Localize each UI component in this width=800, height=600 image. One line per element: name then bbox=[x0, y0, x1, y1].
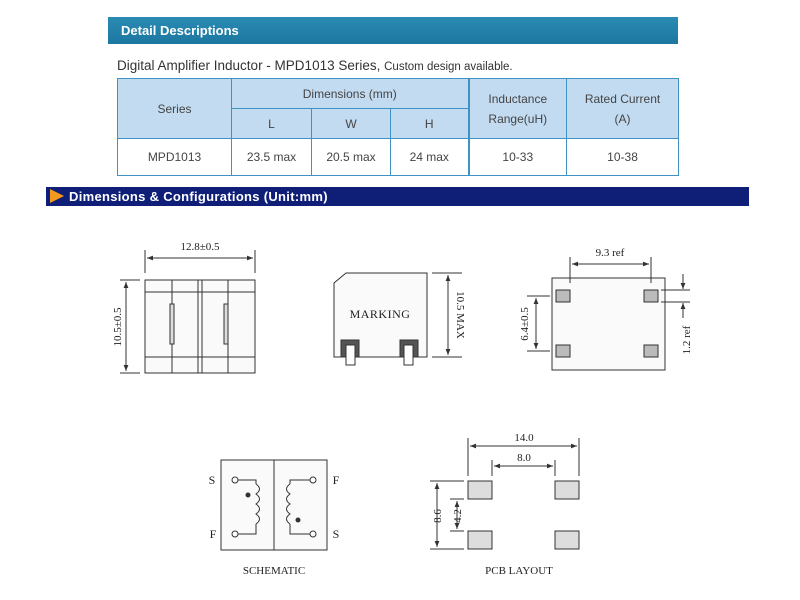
side-height-label: 10.5 MAX bbox=[454, 291, 466, 339]
dim-col-w: W bbox=[311, 108, 391, 139]
spec-table: Series Dimensions (mm) Inductance Range(… bbox=[117, 78, 680, 176]
current-header-line2: (A) bbox=[614, 111, 631, 126]
dim-col-h: H bbox=[389, 108, 470, 139]
series-header: Series bbox=[117, 78, 232, 139]
intro-note: Custom design available. bbox=[384, 61, 513, 73]
side-marking-label: MARKING bbox=[350, 307, 411, 321]
arrow-icon bbox=[50, 189, 64, 203]
schematic-diagram bbox=[220, 459, 328, 551]
bottom-pitch-label: 9.3 ref bbox=[596, 247, 625, 259]
side-view bbox=[333, 272, 462, 366]
pcb-height-label: 8.6 bbox=[432, 509, 444, 523]
pcb-inner-label: 8.0 bbox=[517, 452, 531, 464]
bottom-pad-label: 1.2 ref bbox=[681, 325, 693, 354]
bottom-view bbox=[527, 257, 690, 371]
table-row: MPD1013 23.5 max 20.5 max 24 max 10-33 1… bbox=[117, 138, 680, 176]
schematic-s-left: S bbox=[209, 473, 216, 487]
intro-main: Digital Amplifier Inductor - MPD1013 Ser… bbox=[117, 58, 381, 73]
front-view bbox=[120, 250, 256, 374]
dimensions-bar-title: Dimensions & Configurations (Unit:mm) bbox=[69, 189, 328, 204]
schematic-caption: SCHEMATIC bbox=[243, 565, 305, 577]
pcb-outer-label: 14.0 bbox=[514, 432, 534, 444]
front-width-label: 12.8±0.5 bbox=[180, 241, 220, 253]
inductance-header-line1: Inductance bbox=[488, 91, 548, 106]
cell-h: 24 max bbox=[389, 138, 470, 176]
schematic-f-left: F bbox=[210, 527, 217, 541]
cell-current: 10-38 bbox=[566, 138, 680, 176]
pcb-caption: PCB LAYOUT bbox=[485, 565, 553, 577]
front-height-label: 10.5±0.5 bbox=[112, 307, 124, 347]
bottom-height-label: 6.4±0.5 bbox=[519, 307, 531, 341]
inductance-header-line2: Range(uH) bbox=[488, 111, 548, 126]
schematic-f-right: F bbox=[333, 473, 340, 487]
dimensions-header: Dimensions (mm) bbox=[230, 78, 470, 109]
schematic-s-right: S bbox=[333, 527, 340, 541]
pcb-gap-label: 4.2 bbox=[452, 509, 464, 523]
intro-text: Digital Amplifier Inductor - MPD1013 Ser… bbox=[117, 58, 513, 73]
current-header: Rated Current (A) bbox=[566, 78, 680, 139]
current-header-line1: Rated Current bbox=[584, 91, 661, 106]
cell-w: 20.5 max bbox=[311, 138, 391, 176]
cell-series: MPD1013 bbox=[117, 138, 232, 176]
inductance-header: Inductance Range(uH) bbox=[467, 78, 568, 139]
dim-col-l: L bbox=[231, 108, 312, 139]
section-title: Detail Descriptions bbox=[108, 17, 678, 44]
pcb-layout-diagram bbox=[430, 438, 580, 550]
dimensions-bar: Dimensions & Configurations (Unit:mm) bbox=[46, 187, 749, 206]
